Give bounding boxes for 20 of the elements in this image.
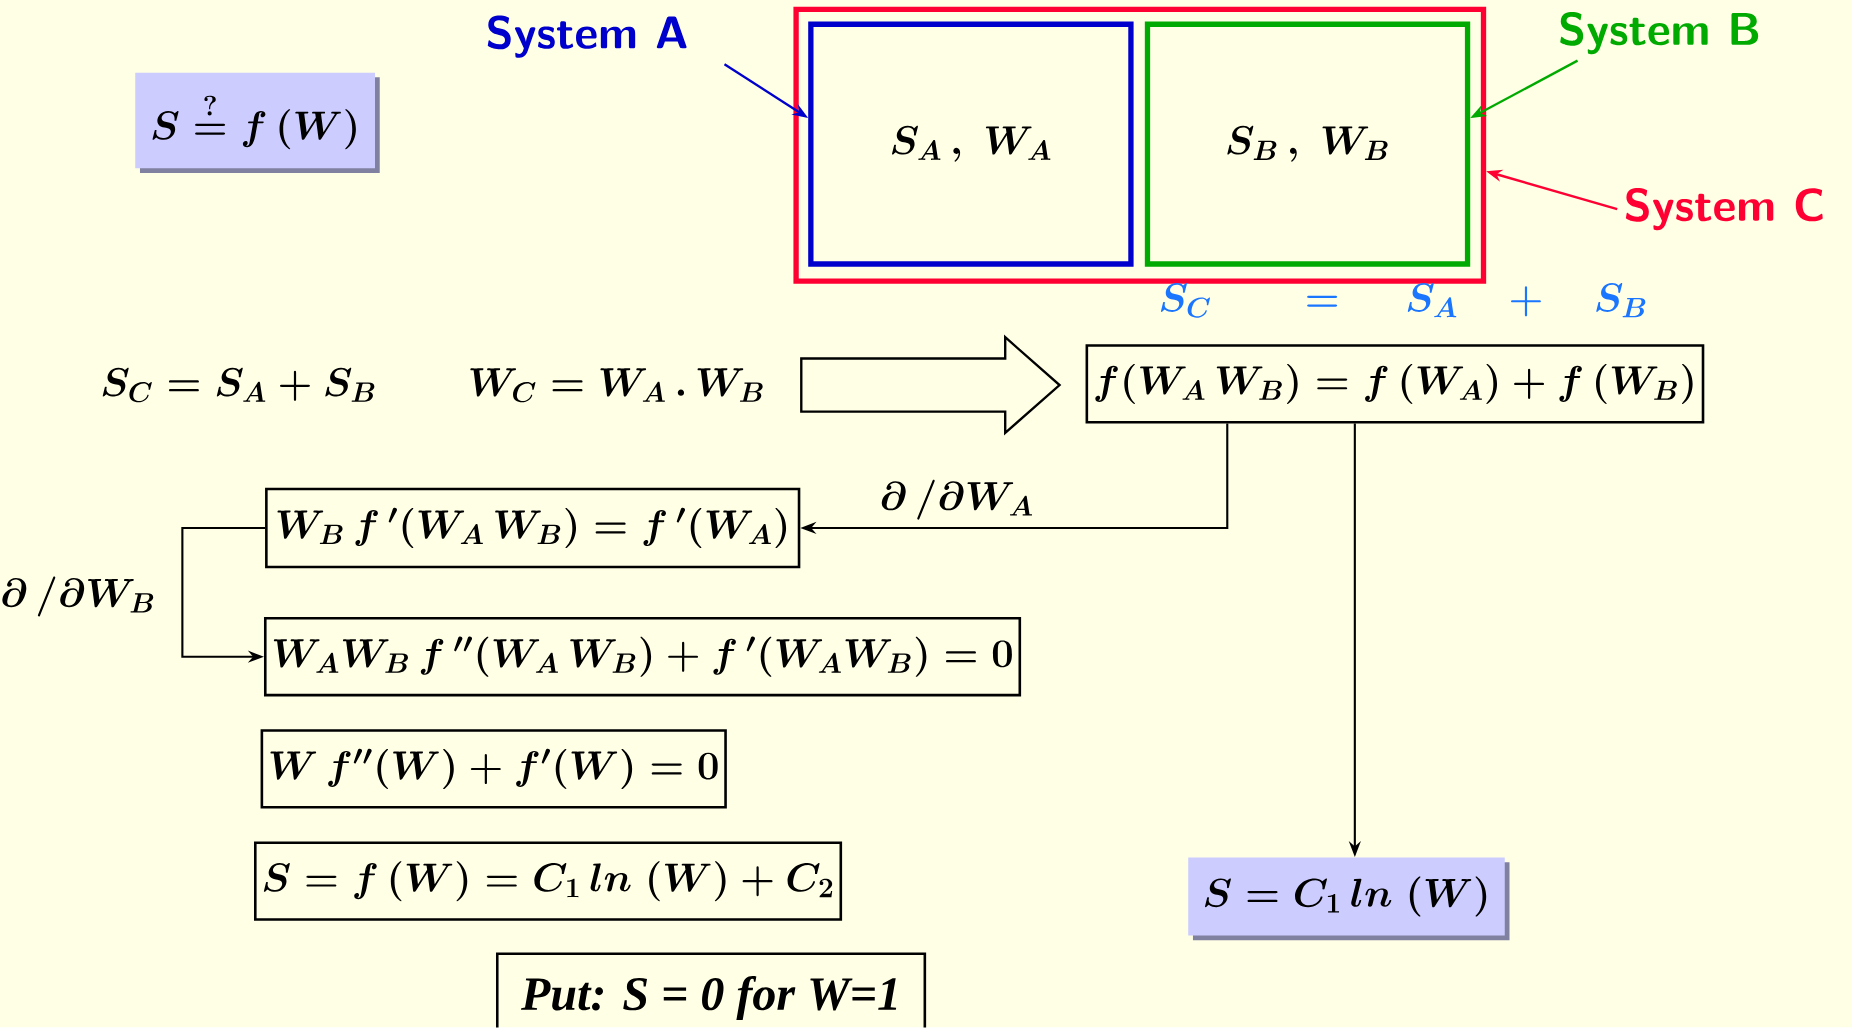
equation-box: $f(W_A\,W_B) = f\,(W_A) + f\,(W_B)$	[1085, 344, 1705, 424]
system-box: $S_A\,,\; W_A$	[808, 21, 1134, 267]
equation: $S_C = S_A + S_B$	[102, 367, 375, 403]
equation-box: $S \stackrel{?}{=} f\,(W)$	[135, 72, 380, 174]
equation-box: $S = C_1\,ln\;(W)$	[1188, 857, 1510, 941]
system-box	[793, 7, 1487, 284]
edge-label: $\partial\, /\partial W_A$	[881, 479, 1033, 520]
edge-label: $\partial\, /\partial W_B$	[2, 576, 154, 617]
system-label: System C	[1625, 188, 1823, 231]
block-arrow	[800, 334, 1062, 436]
equation-box: $W_A W_B\,f\,''(W_A\,W_B) + f\,'(W_A W_B) = 0$	[263, 617, 1022, 697]
equation-box: $W\,f''(W) + f'(W) = 0$	[260, 729, 727, 809]
equation: $S_C \qquad = \quad\; S_A \quad + \quad S_B$	[1160, 283, 1646, 318]
equation-box: Put: S = 0 for W=1	[495, 952, 927, 1028]
system-box: $S_B\,,\; W_B$	[1144, 21, 1471, 267]
system-label: System A	[487, 15, 687, 58]
equation-box: $W_B\,f\,'(W_A\,W_B) = f\,'(W_A)$	[265, 487, 801, 569]
equation: $W_C = W_A \,.\, W_B$	[470, 368, 763, 403]
system-label: System B	[1560, 12, 1759, 55]
equation-box: $S = f\,(W) = C_1\,ln\;(W) + C_2$	[254, 841, 843, 921]
